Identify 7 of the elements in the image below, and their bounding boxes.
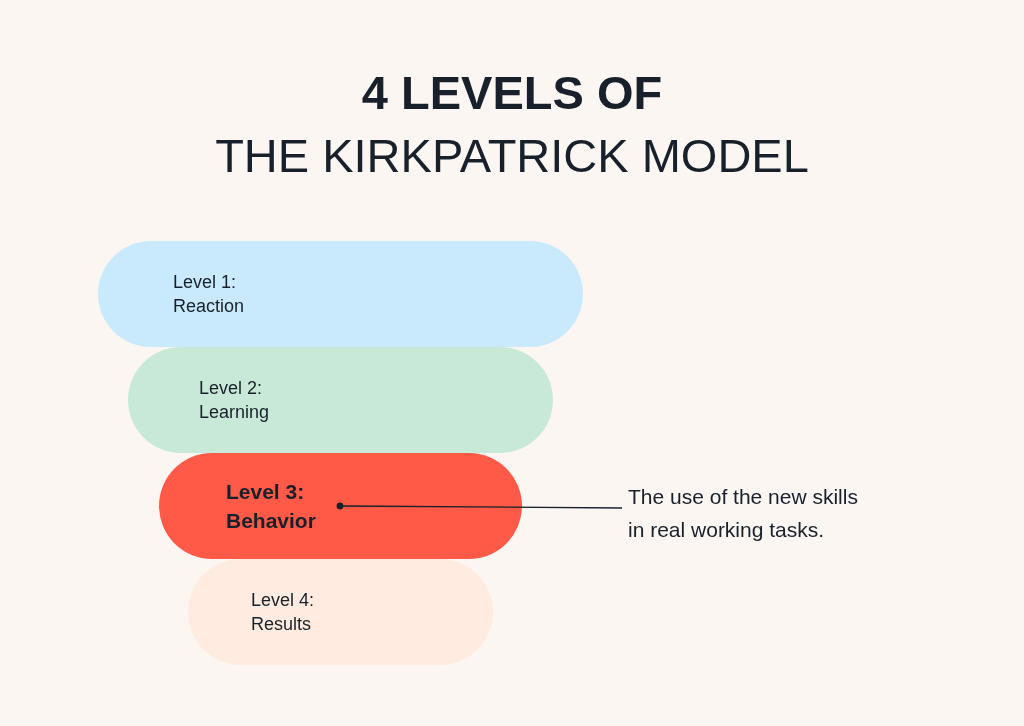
level-label: Level 4: Results: [251, 589, 316, 636]
annotation-text: The use of the new skills in real working tasks.: [628, 480, 868, 546]
level-label: Level 3: Behavior: [226, 479, 317, 534]
level-label: Level 1: Reaction: [173, 271, 246, 318]
leader-line: [336, 502, 623, 510]
level-label: Level 2: Learning: [199, 377, 271, 424]
title: 4 LEVELS OF THE KIRKPATRICK MODEL: [215, 65, 809, 184]
